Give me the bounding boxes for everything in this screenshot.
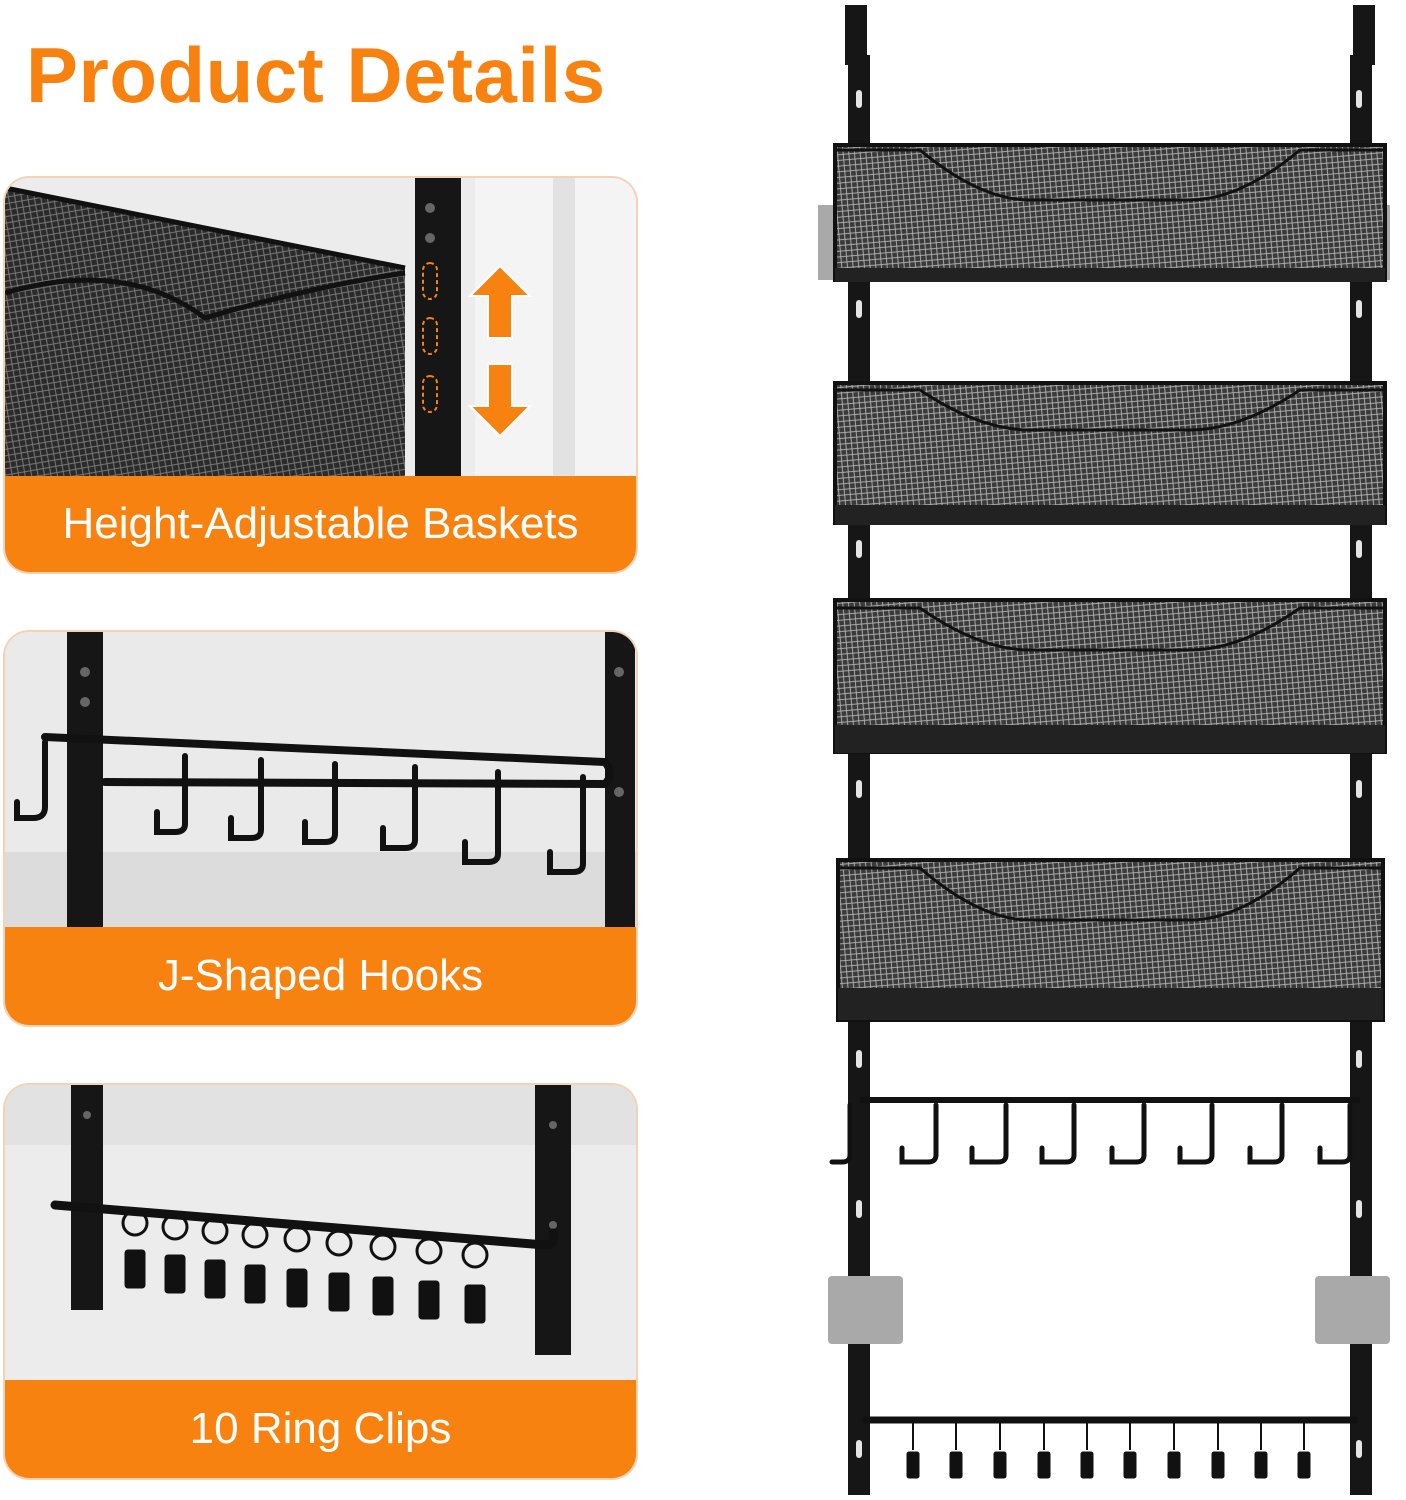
- basket-closeup-image: [5, 178, 636, 478]
- feature-label: 10 Ring Clips: [5, 1380, 636, 1478]
- j-hook-icon: [14, 739, 586, 875]
- feature-card-ring-clips: 10 Ring Clips: [5, 1085, 636, 1478]
- screw-icon: [425, 203, 435, 213]
- hooks-closeup-image: [5, 632, 636, 927]
- ring-clip-icon: [121, 1209, 489, 1324]
- down-arrow-icon: [467, 363, 533, 438]
- up-arrow-icon: [467, 264, 533, 339]
- clips-closeup-image: [5, 1085, 636, 1380]
- feature-label: J-Shaped Hooks: [5, 927, 636, 1025]
- feature-card-height-adjustable: Height-Adjustable Baskets: [5, 178, 636, 572]
- basket: [833, 143, 1387, 282]
- basket: [833, 598, 1387, 754]
- feature-card-j-hooks: J-Shaped Hooks: [5, 632, 636, 1025]
- page-title: Product Details: [26, 31, 606, 119]
- basket: [833, 381, 1387, 525]
- basket: [836, 858, 1385, 1022]
- feature-label: Height-Adjustable Baskets: [5, 476, 636, 572]
- full-product-image: [818, 5, 1390, 1495]
